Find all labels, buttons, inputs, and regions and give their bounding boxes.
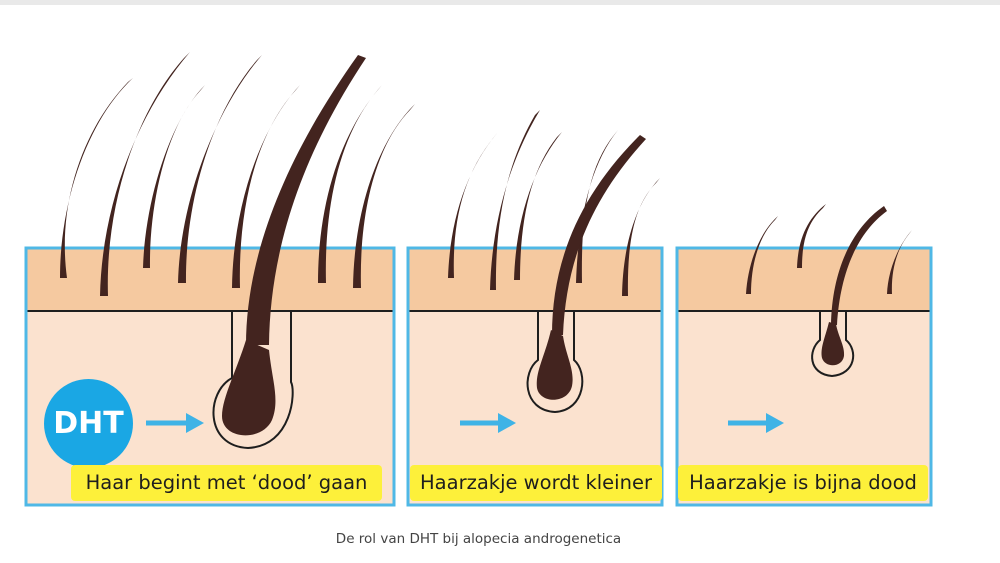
scalp-layer — [677, 248, 931, 310]
hair-strands — [448, 110, 660, 335]
panel-3-label: Haarzakje is bijna dood — [678, 465, 928, 501]
scalp-layer — [26, 248, 394, 310]
panel-frame — [406, 246, 664, 507]
hair-strands — [60, 52, 415, 345]
panel-frame — [24, 246, 396, 507]
hair-bulb — [536, 330, 573, 400]
panel-frame — [675, 246, 933, 507]
top-divider — [0, 0, 1000, 5]
panel-2 — [406, 110, 664, 507]
panel-2-label: Haarzakje wordt kleiner — [410, 465, 662, 501]
panel-1-label: Haar begint met ‘dood’ gaan — [71, 465, 382, 501]
arrow-right — [460, 413, 516, 433]
figure-caption: De rol van DHT bij alopecia androgenetic… — [335, 531, 622, 547]
hair-bulb — [222, 340, 276, 436]
arrow-right — [146, 413, 204, 433]
hair-strands — [746, 204, 912, 325]
panel-3 — [675, 204, 933, 507]
arrow-right — [728, 413, 784, 433]
hair-bulb — [821, 322, 845, 366]
dht-badge: DHT — [44, 379, 133, 468]
